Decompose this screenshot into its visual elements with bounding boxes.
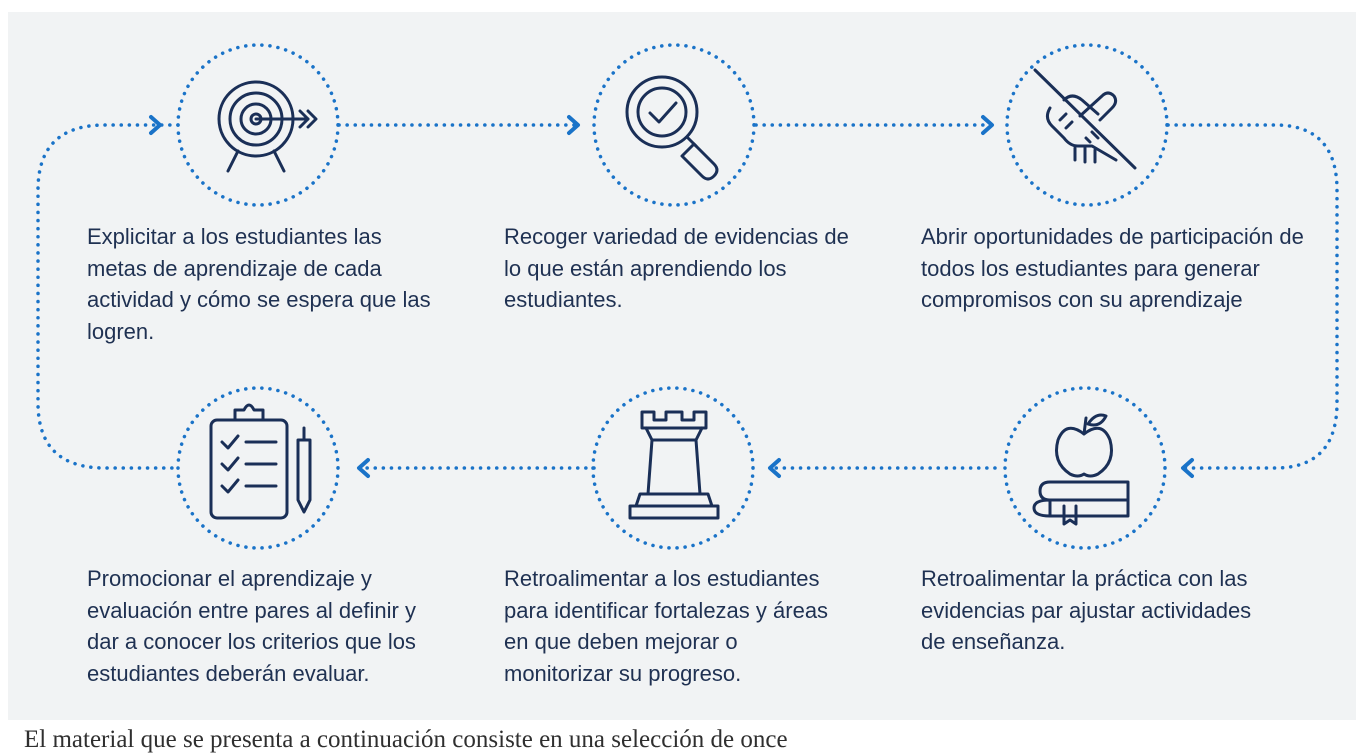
helping-hand-icon: [1033, 68, 1137, 170]
connector-lines: [36, 123, 1339, 470]
footer-paragraph: El material que se presenta a continuaci…: [24, 726, 788, 753]
step-text-evidence: Recoger variedad de evidencias de lo que…: [504, 224, 849, 312]
step-text-adjust-teaching: Retroalimentar la práctica con las evide…: [921, 566, 1252, 654]
step-text-feedback-students: Retroalimentar a los estudiantes para id…: [504, 566, 829, 686]
chevron-right-icon: [567, 115, 580, 135]
chevron-right-icon: [981, 115, 994, 135]
target-arrow-icon: [217, 80, 318, 173]
chevron-left-icon: [1181, 458, 1194, 478]
chevron-left-icon: [357, 458, 370, 478]
step-circles: [176, 43, 1169, 550]
step-text-peer-assessment: Promocionar el aprendizaje y evaluación …: [87, 566, 416, 686]
arrow-chevrons: [149, 115, 1194, 478]
magnifier-check-icon: [625, 75, 719, 181]
clipboard-checklist-icon: [209, 403, 312, 520]
apple-book-icon: [1032, 413, 1130, 526]
step-text-participation: Abrir oportunidades de participación de …: [921, 224, 1304, 312]
chevron-right-icon: [149, 115, 162, 135]
step-text-goals: Explicitar a los estudiantes las metas d…: [87, 224, 431, 344]
chess-rook-icon: [628, 410, 720, 520]
chevron-left-icon: [768, 458, 781, 478]
